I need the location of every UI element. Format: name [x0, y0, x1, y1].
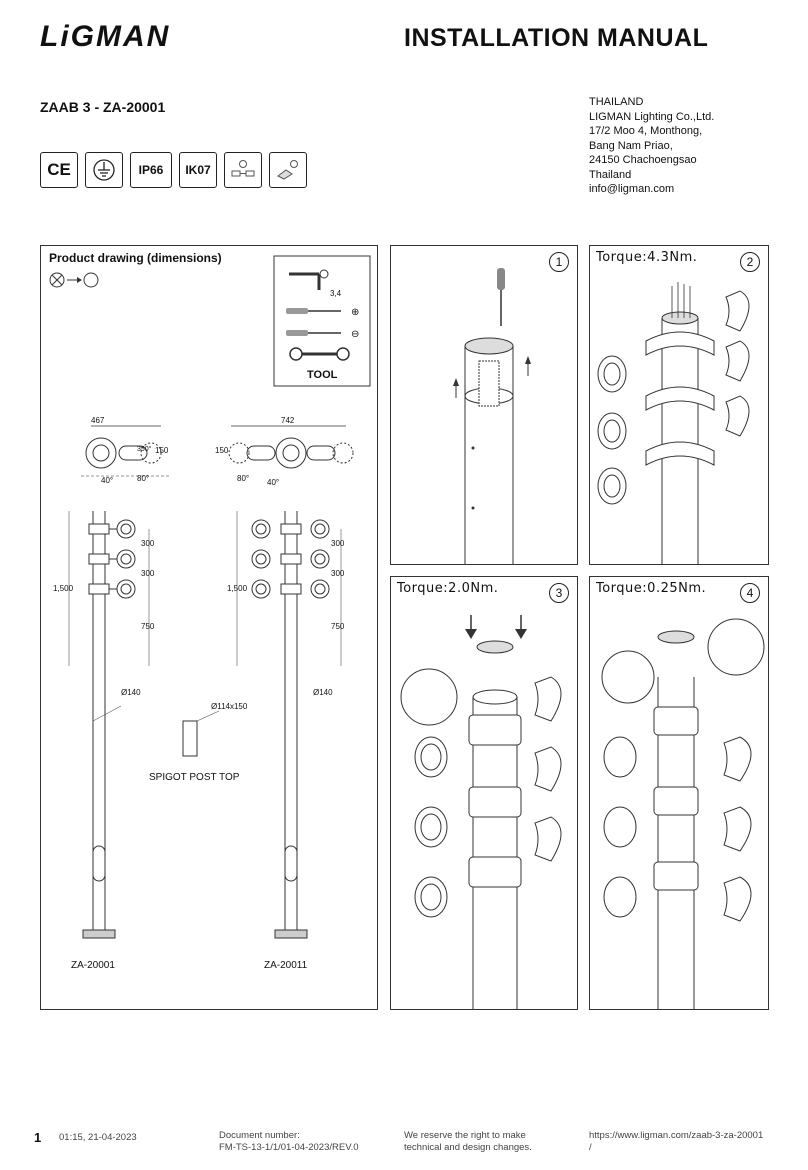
pole-diameter-label: Ø140 — [313, 688, 333, 697]
document-number: Document number: FM-TS-13-1/1/01-04-2023… — [219, 1130, 359, 1154]
address-line: LIGMAN Lighting Co.,Ltd. — [589, 110, 715, 123]
screwdriver-minus-icon: ⊖ — [286, 329, 359, 340]
base-label: 750 — [331, 622, 345, 631]
model-right-label: ZA-20011 — [264, 960, 308, 971]
tool-label: TOOL — [307, 369, 338, 381]
ip-rating-badge: IP66 — [130, 152, 172, 188]
brand-logo: LiGMAN — [40, 20, 171, 53]
angle-40-label: 40° — [101, 476, 114, 485]
hex-key-icon — [289, 269, 329, 290]
angle-350-label: 350° — [137, 446, 152, 453]
screwdriver-icon — [497, 268, 505, 326]
product-drawing-panel: Product drawing (dimensions) ⊕ ⊖ — [40, 245, 378, 1010]
model-name: ZAAB 3 - ZA-20001 — [40, 99, 166, 115]
pole-diameter-label: Ø140 — [121, 688, 141, 697]
tool-connector-icon — [269, 152, 307, 188]
email-link[interactable]: info@ligman.com — [589, 183, 675, 195]
earth-ground-icon — [85, 152, 123, 188]
angle-80-right-label: 80° — [237, 474, 250, 483]
wrench-icon — [289, 347, 350, 361]
step-1-illustration — [453, 268, 531, 564]
step-2-panel: Torque:4.3Nm. 2 — [589, 245, 769, 565]
address-line: 24150 Chachoengsao — [589, 154, 697, 166]
torque-label: Torque:0.25Nm. — [596, 581, 707, 596]
address-line: THAILAND — [589, 96, 644, 108]
product-url[interactable]: https://www.ligman.com/zaab-3-za-20001 / — [589, 1130, 763, 1154]
dim-150-label: 150 — [155, 446, 169, 455]
spacing-label: 300 — [331, 569, 345, 578]
width-left-label: 467 — [91, 416, 105, 425]
spotlight-icon — [597, 290, 750, 505]
torque-label: Torque:2.0Nm. — [397, 581, 499, 596]
connector-icon — [224, 152, 262, 188]
step-4-panel: Torque:0.25Nm. 4 — [589, 576, 769, 1010]
tool-box — [273, 255, 371, 387]
angle-80-label: 80° — [137, 474, 150, 483]
address-line: Bang Nam Priao, — [589, 139, 673, 152]
pole-right — [236, 511, 342, 939]
screwdriver-plus-icon: ⊕ — [286, 307, 359, 318]
svg-text:⊕: ⊕ — [351, 307, 359, 318]
angle-40-right-label: 40° — [267, 478, 280, 487]
svg-text:⊖: ⊖ — [351, 329, 359, 340]
dimension-drawing: ⊕ ⊖ — [49, 255, 371, 939]
step-number: 2 — [740, 252, 760, 272]
width-right-label: 742 — [281, 416, 295, 425]
step-3-panel: Torque:2.0Nm. 3 — [390, 576, 578, 1010]
ik-rating-badge: IK07 — [179, 152, 217, 188]
spigot-post-top — [182, 710, 220, 757]
hex-size-label: 3,4 — [330, 289, 342, 298]
document-title: INSTALLATION MANUAL — [404, 24, 709, 52]
panel-title: Product drawing (dimensions) — [49, 251, 222, 265]
step-4-illustration — [601, 618, 765, 1009]
doc-number-value: FM-TS-13-1/1/01-04-2023/REV.0 — [219, 1142, 359, 1153]
spacing-label: 300 — [141, 569, 155, 578]
step-1-panel: 1 — [390, 245, 578, 565]
height-label-right: 1,500 — [227, 584, 248, 593]
spigot-label: SPIGOT POST TOP — [149, 772, 240, 783]
step-3-illustration — [400, 615, 562, 1009]
height-label-left: 1,500 — [53, 584, 74, 593]
pole-left — [68, 511, 150, 939]
spacing-label: 300 — [331, 539, 345, 548]
top-view-left — [81, 425, 171, 477]
top-view-right — [228, 425, 354, 469]
rights-line: technical and design changes. — [404, 1142, 532, 1153]
dim-150-right-label: 150 — [215, 446, 229, 455]
step-number: 4 — [740, 583, 760, 603]
torque-label: Torque:4.3Nm. — [596, 250, 698, 265]
address-line: Thailand — [589, 168, 632, 181]
ce-icon: CE — [40, 152, 78, 188]
page-number: 1 — [34, 1130, 42, 1145]
base-label: 750 — [141, 622, 155, 631]
step-number: 3 — [549, 583, 569, 603]
rights-notice: We reserve the right to make technical a… — [404, 1130, 532, 1154]
doc-number-label: Document number: — [219, 1130, 300, 1141]
spacing-label: 300 — [141, 539, 155, 548]
url-line[interactable]: / — [589, 1142, 592, 1153]
step-number: 1 — [549, 252, 569, 272]
step-2-illustration — [597, 282, 750, 564]
company-address: THAILAND LIGMAN Lighting Co.,Ltd. 17/2 M… — [589, 95, 714, 197]
address-line: 17/2 Moo 4, Monthong, — [589, 125, 703, 137]
spigot-dim-label: Ø114x150 — [211, 702, 248, 711]
timestamp: 01:15, 21-04-2023 — [59, 1132, 137, 1143]
connector-pictogram-icon — [49, 272, 99, 288]
url-line[interactable]: https://www.ligman.com/zaab-3-za-20001 — [589, 1130, 764, 1141]
certification-badges: CE IP66 IK07 — [40, 152, 307, 188]
model-left-label: ZA-20001 — [71, 960, 115, 971]
rights-line: We reserve the right to make — [404, 1130, 526, 1141]
